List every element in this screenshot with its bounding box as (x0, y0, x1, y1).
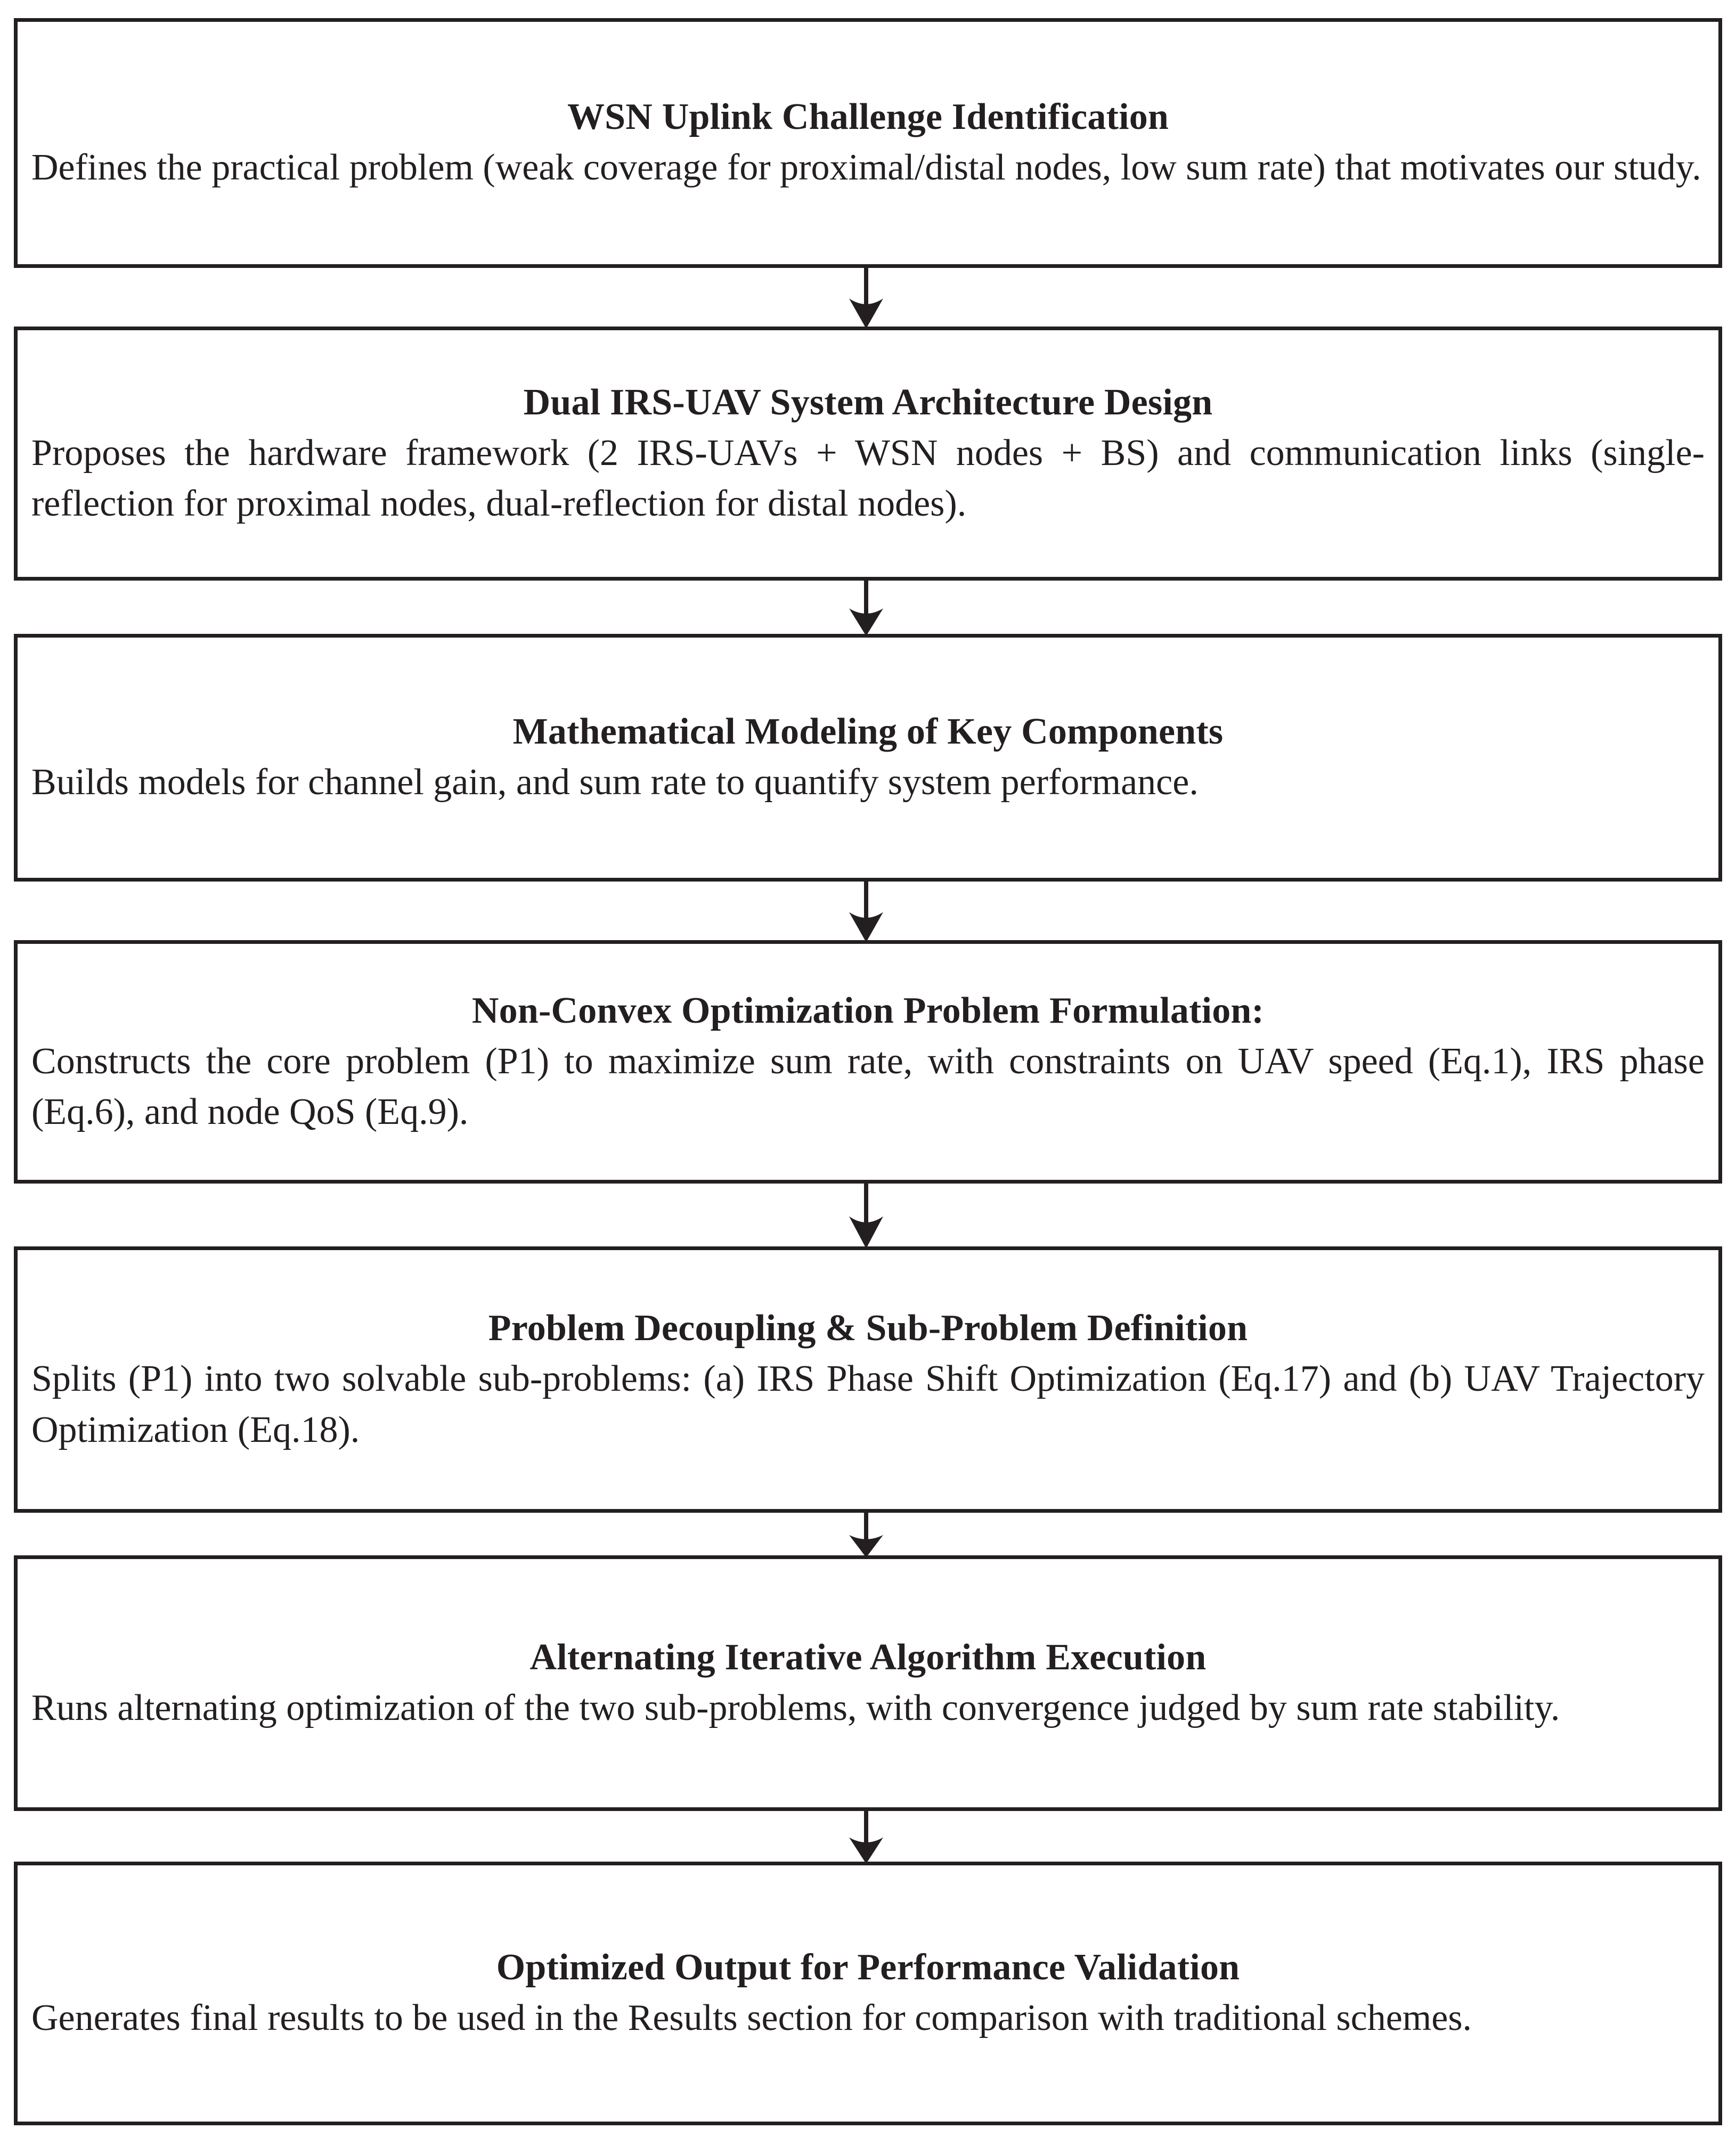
flow-node-4-title: Non-Convex Optimization Problem Formulat… (471, 990, 1265, 1031)
flow-node-5-body: Splits (P1) into two solvable sub-proble… (31, 1358, 1705, 1450)
flow-connector-4-5 (14, 1181, 1722, 1249)
down-arrow-icon (849, 1181, 883, 1249)
flow-node-3-title: Mathematical Modeling of Key Components (512, 711, 1224, 753)
flow-node-1-body: Defines the practical problem (weak cove… (31, 147, 1701, 189)
flow-connector-3-4 (14, 879, 1722, 942)
flow-node-6-body: Runs alternating optimization of the two… (31, 1687, 1560, 1728)
flow-node-7-body: Generates final results to be used in th… (31, 1997, 1472, 2039)
flow-node-6-title: Alternating Iterative Algorithm Executio… (529, 1636, 1207, 1678)
flow-node-5[interactable]: Problem Decoupling & Sub-Problem Definit… (14, 1246, 1722, 1513)
down-arrow-icon (849, 879, 883, 942)
flow-node-2-body: Proposes the hardware framework (2 IRS-U… (31, 432, 1705, 524)
flow-node-4[interactable]: Non-Convex Optimization Problem Formulat… (14, 940, 1722, 1184)
flow-node-1-title: WSN Uplink Challenge Identification (567, 96, 1169, 138)
flow-connector-2-3 (14, 578, 1722, 636)
flow-node-2-title: Dual IRS-UAV System Architecture Design (523, 381, 1213, 423)
down-arrow-icon (849, 1809, 883, 1864)
flow-node-7-title: Optimized Output for Performance Validat… (496, 1947, 1240, 1988)
flow-node-5-title: Problem Decoupling & Sub-Problem Definit… (488, 1308, 1248, 1349)
flow-node-1[interactable]: WSN Uplink Challenge Identification Defi… (14, 18, 1722, 268)
flow-node-7[interactable]: Optimized Output for Performance Validat… (14, 1862, 1722, 2125)
down-arrow-icon (849, 266, 883, 329)
flow-node-3[interactable]: Mathematical Modeling of Key Components … (14, 634, 1722, 882)
flow-connector-5-6 (14, 1511, 1722, 1557)
flow-node-6[interactable]: Alternating Iterative Algorithm Executio… (14, 1555, 1722, 1811)
flowchart: WSN Uplink Challenge Identification Defi… (14, 18, 1722, 2125)
flow-node-4-body: Constructs the core problem (P1) to maxi… (31, 1040, 1705, 1132)
flow-connector-6-7 (14, 1809, 1722, 1864)
flow-node-3-body: Builds models for channel gain, and sum … (31, 762, 1199, 803)
down-arrow-icon (849, 578, 883, 636)
flow-node-2[interactable]: Dual IRS-UAV System Architecture Design … (14, 327, 1722, 581)
flow-connector-1-2 (14, 266, 1722, 329)
down-arrow-icon (849, 1511, 883, 1557)
